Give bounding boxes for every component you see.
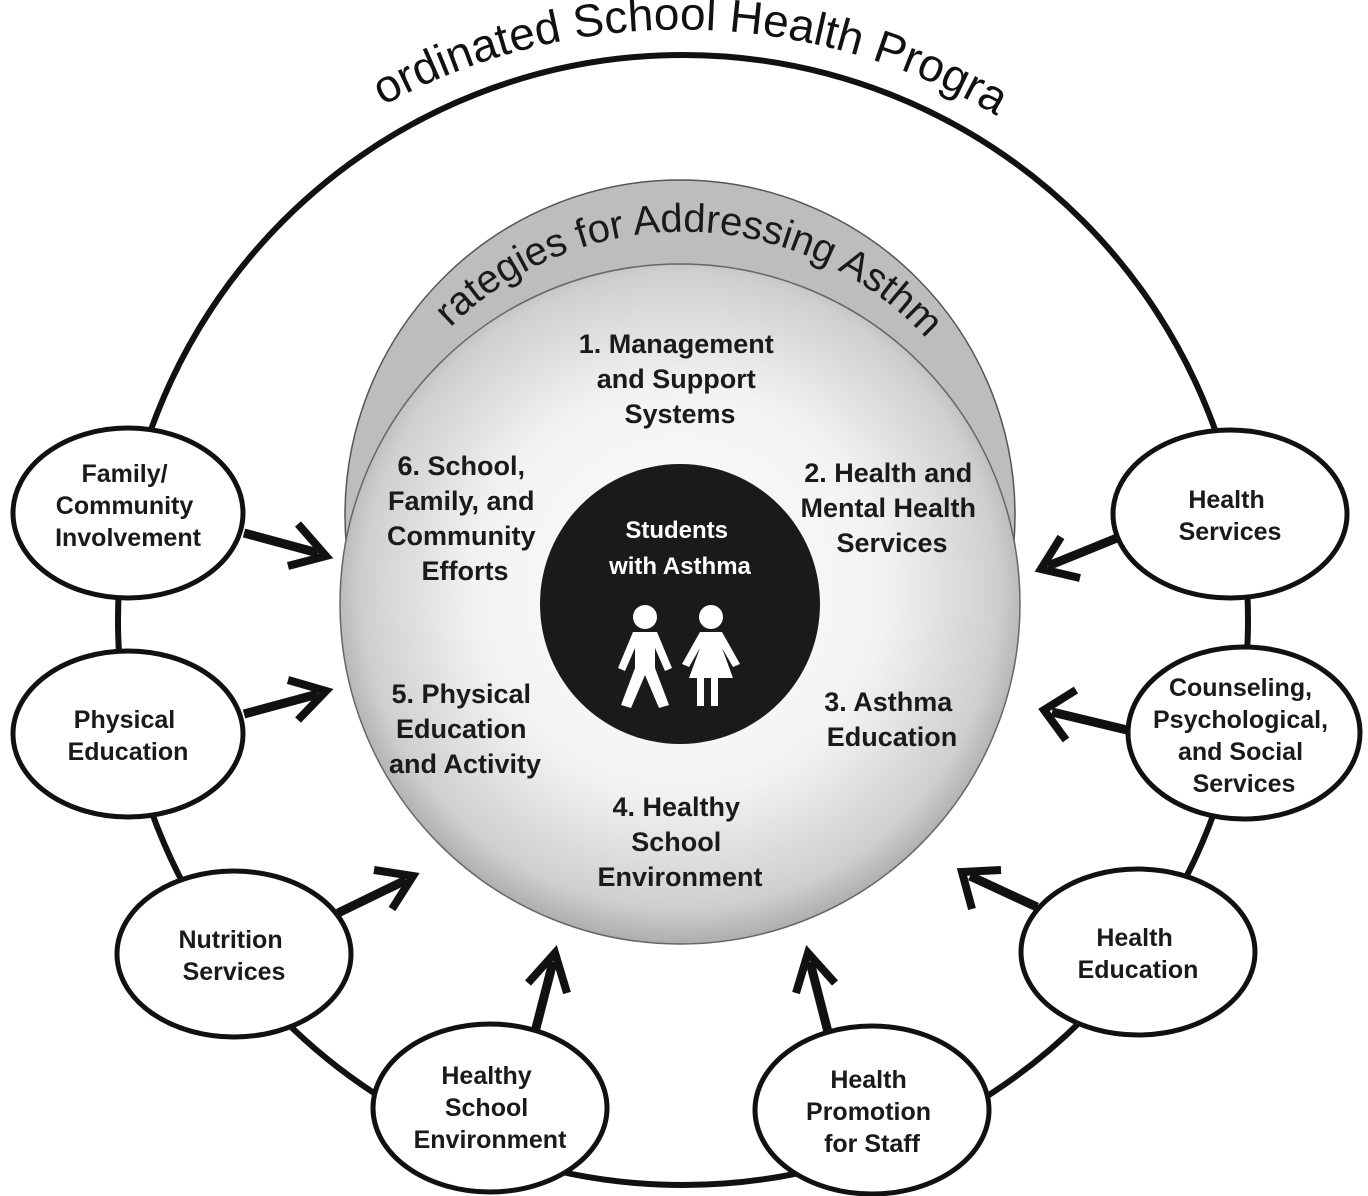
component-line: Health [1096,924,1172,952]
component-label: Nutrition Services [178,926,289,986]
strategy-line: Family, and [388,486,535,516]
component-line: School [445,1094,528,1122]
component-physical-education: Physical Education [10,648,246,820]
strategy-line: Environment [597,862,762,892]
students-circle [540,464,820,744]
strategy-line: 3. Asthma [824,687,953,717]
strategy-line: 2. Health and [804,458,972,488]
component-label: Counseling, Psychological, and Social Se… [1153,674,1335,798]
component-line: Community [56,492,194,520]
component-line: Psychological, [1153,706,1328,734]
component-line: Family/ [81,460,167,488]
component-health-promotion-staff: Health Promotion for Staff [752,1023,992,1196]
component-line: Healthy [441,1062,531,1090]
strategy-line: and Support [597,364,756,394]
strategy-line: Efforts [422,556,509,586]
component-line: Health [830,1066,906,1094]
component-label: Healthy School Environment [414,1062,567,1154]
component-label: Health Education [1078,924,1199,984]
strategy-line: Community [387,521,536,551]
female-student-icon [682,605,740,706]
strategy-asthma-education: 3. Asthma Education [824,687,960,752]
component-label: Family/ Community Involvement [55,460,202,552]
arrow-nutrition-services [336,866,420,918]
arrow-family-community [242,521,334,570]
component-label: Physical Education [68,706,189,766]
arrow-healthy-school-environment [525,945,571,1034]
component-health-services: Health Services [1110,427,1350,601]
component-line: Education [1078,956,1199,984]
students-label-line: Students [625,517,728,544]
component-label: Health Promotion for Staff [806,1066,938,1158]
arrow-physical-education [242,676,334,723]
component-line: Counseling, [1169,674,1312,702]
component-line: Services [1193,770,1296,798]
strategy-line: 5. Physical [391,679,531,709]
strategy-management-support: 1. Management and Support Systems [579,329,782,429]
strategy-health-services: 2. Health and Mental Health Services [800,458,983,558]
component-line: Education [68,738,189,766]
arrow-counseling-services [1038,686,1129,743]
strategy-line: and Activity [389,749,541,779]
component-line: Promotion [806,1098,931,1126]
component-line: Environment [414,1126,567,1154]
program-title-text: Coordinated School Health Program [0,0,1018,125]
component-family-community-involvement: Family/ Community Involvement [10,425,246,601]
component-label: Health Services [1179,486,1282,546]
strategy-line: Education [827,722,958,752]
component-line: Involvement [55,524,202,552]
strategy-line: 1. Management [579,329,774,359]
component-healthy-school-environment: Healthy School Environment [370,1021,610,1195]
arrow-health-promotion-staff [792,945,838,1034]
component-line: and Social [1178,738,1303,766]
component-health-education: Health Education [1018,866,1258,1038]
component-line: Health [1188,486,1264,514]
component-line: for Staff [824,1130,921,1158]
component-line: Nutrition [178,926,282,954]
program-title: Coordinated School Health Program [0,0,1018,125]
strategy-line: Mental Health [800,493,976,523]
strategy-healthy-school-environment: 4. Healthy School Environment [597,792,762,892]
strategy-line: Systems [624,399,735,429]
strategy-line: Services [836,528,947,558]
strategy-line: School [631,827,721,857]
students-label-line: with Asthma [608,553,751,580]
strategy-school-family-community: 6. School, Family, and Community Efforts [387,451,543,586]
component-line: Services [183,958,286,986]
component-nutrition-services: Nutrition Services [114,868,354,1040]
component-counseling-psychological-social: Counseling, Psychological, and Social Se… [1125,644,1363,822]
arrow-health-education [956,866,1039,912]
strategy-line: 6. School, [397,451,525,481]
students-label: Students with Asthma [608,517,751,580]
strategy-physical-education: 5. Physical Education and Activity [389,679,541,779]
male-student-icon [618,605,672,708]
strategy-line: Education [396,714,527,744]
arrow-health-services [1034,533,1119,582]
component-line: Physical [74,706,175,734]
component-line: Services [1179,518,1282,546]
program-ring [115,52,1251,1188]
strategy-line: 4. Healthy [612,792,740,822]
